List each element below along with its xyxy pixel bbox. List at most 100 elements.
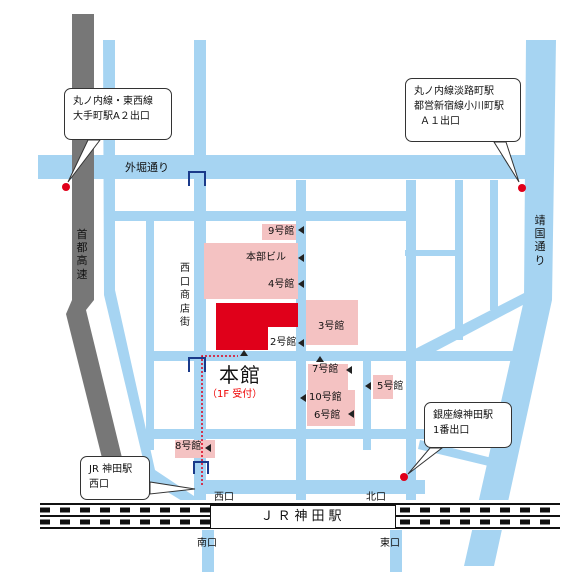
entrance-4-icon bbox=[298, 280, 304, 288]
road-label-nishiguchi: 西 口 商 店 街 bbox=[179, 262, 191, 330]
shuto-char-3: 高 bbox=[76, 254, 88, 268]
nishiguchi-char-4: 店 bbox=[180, 303, 190, 315]
expressway bbox=[66, 14, 124, 466]
shuto-char-1: 首 bbox=[76, 228, 88, 241]
exit-a2-marker bbox=[62, 183, 70, 191]
entrance-2-icon bbox=[298, 339, 304, 347]
yasukuni-char-4: り bbox=[534, 253, 546, 267]
road-right-small bbox=[405, 250, 455, 256]
road-right3 bbox=[490, 180, 498, 310]
road-yasukuni bbox=[464, 40, 556, 566]
buildings bbox=[175, 224, 393, 458]
callout-awajicho-line3: Ａ１出口 bbox=[420, 116, 460, 127]
road-east bbox=[390, 530, 402, 572]
callout-otemachi: 丸ノ内線・東西線 大手町駅A２出口 bbox=[64, 88, 172, 140]
yasukuni-char-1: 靖 bbox=[534, 214, 546, 227]
station-north-exit: 北口 bbox=[366, 492, 386, 503]
crosswalks bbox=[188, 171, 209, 474]
entrance-6-icon bbox=[348, 410, 354, 418]
callout-otemachi-line2: 大手町駅A２出口 bbox=[73, 111, 150, 122]
crosswalk-mid bbox=[188, 357, 206, 372]
road-sotobori bbox=[38, 155, 548, 179]
pointer-awajicho bbox=[493, 141, 520, 183]
exit-a1-marker bbox=[518, 184, 526, 192]
callout-ginza-line1: 銀座線神田駅 bbox=[433, 410, 493, 421]
label-building-4: 4号館 bbox=[268, 279, 295, 290]
building-10-6 bbox=[307, 390, 355, 426]
building-5 bbox=[373, 375, 393, 399]
pointer-ginza bbox=[407, 447, 444, 475]
entrance-markers bbox=[205, 226, 371, 452]
nishiguchi-char-2: 口 bbox=[180, 276, 190, 288]
building-8 bbox=[175, 440, 215, 458]
road-right1 bbox=[406, 180, 416, 500]
callout-pointers bbox=[67, 139, 520, 495]
road-mid bbox=[296, 180, 306, 500]
label-building-10: 10号館 bbox=[309, 392, 342, 403]
station-jr-kanda: ＪＲ神田駅 bbox=[210, 505, 396, 529]
callout-jr-west-line1: JR 神田駅 bbox=[89, 464, 133, 475]
station-south-exit: 南口 bbox=[197, 538, 217, 549]
label-building-honbu: 本部ビル bbox=[246, 252, 286, 263]
road-mid-horizontal bbox=[150, 351, 530, 361]
road-left2 bbox=[146, 220, 154, 450]
nishiguchi-char-5: 街 bbox=[180, 317, 190, 328]
road-upper bbox=[105, 211, 413, 221]
callout-ginza-line2: 1番出口 bbox=[433, 425, 470, 436]
crosswalk-lower bbox=[193, 461, 209, 474]
label-building-8: 8号館 bbox=[175, 441, 202, 452]
shuto-char-2: 都 bbox=[76, 241, 88, 255]
entrance-main-icon bbox=[240, 350, 248, 356]
label-building-5: 5号館 bbox=[377, 381, 404, 392]
entrance-7b-icon bbox=[346, 366, 352, 374]
station-west-exit: 西口 bbox=[214, 492, 234, 503]
road-station-front bbox=[195, 480, 425, 494]
road-small bbox=[363, 360, 371, 450]
walking-route bbox=[201, 355, 238, 485]
main-building bbox=[216, 303, 298, 350]
building-honbu bbox=[204, 243, 298, 299]
callout-otemachi-line1: 丸ノ内線・東西線 bbox=[73, 96, 153, 107]
main-building-sub: （1F 受付） bbox=[207, 389, 263, 400]
building-7 bbox=[308, 364, 348, 390]
entrance-8-icon bbox=[205, 444, 211, 452]
exit-markers bbox=[62, 183, 526, 481]
callout-awajicho: 丸ノ内線淡路町駅 都営新宿線小川町駅 Ａ１出口 bbox=[405, 78, 521, 142]
exit-ginza-marker bbox=[400, 473, 408, 481]
label-building-6: 6号館 bbox=[314, 410, 341, 421]
yasukuni-char-2: 国 bbox=[534, 227, 546, 241]
pointer-jr-west bbox=[149, 481, 196, 495]
main-building-title: 本館 bbox=[219, 363, 261, 387]
entrance-10-icon bbox=[300, 394, 306, 402]
building-3 bbox=[306, 300, 358, 345]
callout-awajicho-line1: 丸ノ内線淡路町駅 bbox=[414, 86, 494, 97]
road-south bbox=[202, 530, 214, 572]
callout-jr-west: JR 神田駅 西口 bbox=[80, 456, 150, 500]
callout-awajicho-line2: 都営新宿線小川町駅 bbox=[414, 101, 504, 112]
road-label-sotobori: 外堀通り bbox=[125, 161, 169, 174]
road-label-shuto: 首 都 高 速 bbox=[76, 228, 88, 281]
label-building-9: 9号館 bbox=[268, 226, 295, 237]
label-building-7: 7号館 bbox=[312, 364, 339, 375]
entrance-5-icon bbox=[365, 382, 371, 390]
station-east-exit: 東口 bbox=[380, 538, 400, 549]
entrance-honbu-icon bbox=[298, 254, 304, 262]
road-lower-horizontal bbox=[150, 429, 520, 439]
road-nishiguchi bbox=[194, 40, 206, 510]
callout-jr-west-line2: 西口 bbox=[89, 479, 109, 490]
road-left bbox=[103, 40, 200, 512]
label-building-2: 2号館 bbox=[270, 337, 297, 348]
entrance-7-icon bbox=[316, 356, 324, 362]
callout-ginza: 銀座線神田駅 1番出口 bbox=[424, 402, 512, 448]
road-diagonal-1 bbox=[413, 290, 536, 360]
entrance-9-icon bbox=[298, 226, 304, 234]
label-building-3: 3号館 bbox=[318, 321, 345, 332]
crosswalk-sotobori bbox=[188, 171, 206, 186]
pointer-otemachi bbox=[67, 139, 102, 183]
shuto-char-4: 速 bbox=[76, 267, 88, 281]
road-label-yasukuni: 靖 国 通 り bbox=[534, 214, 546, 267]
building-9 bbox=[262, 224, 296, 240]
road-right2 bbox=[455, 180, 463, 340]
nishiguchi-char-1: 西 bbox=[180, 263, 190, 274]
